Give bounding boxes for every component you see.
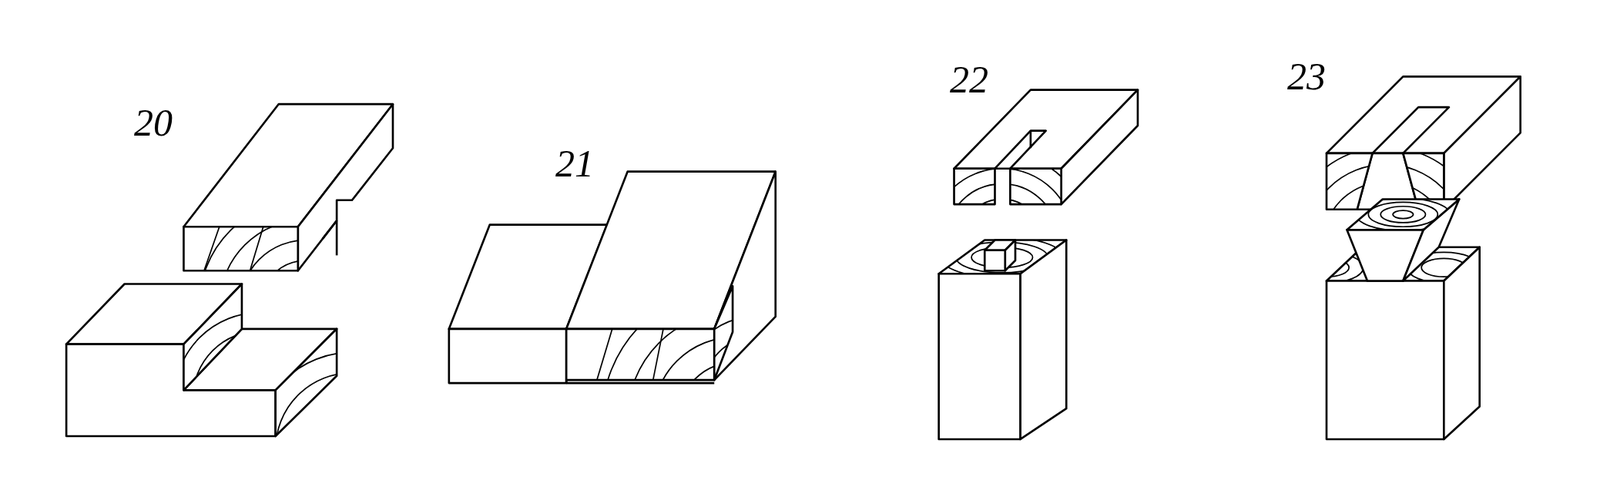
figure-number: 22 — [949, 60, 989, 99]
figure-number: 23 — [1287, 57, 1326, 96]
figure-number: 21 — [555, 144, 594, 183]
figure-number: 20 — [134, 103, 173, 142]
